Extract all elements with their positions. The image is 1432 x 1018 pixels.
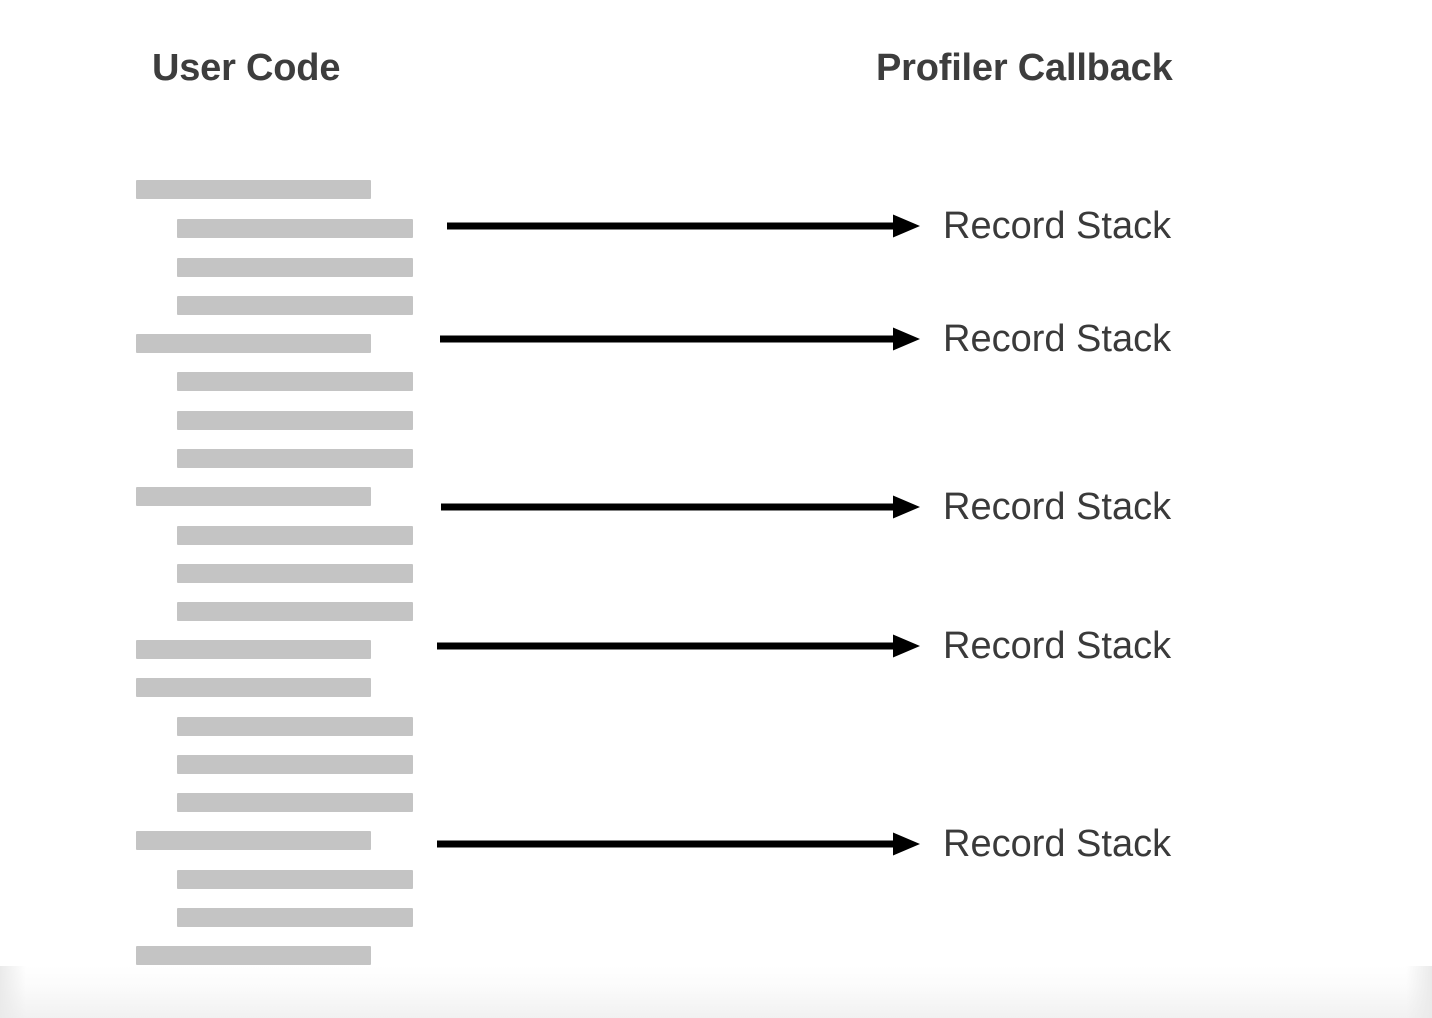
code-line-bar: [136, 831, 371, 850]
code-line-bar: [136, 334, 371, 353]
code-line-bar: [136, 180, 371, 199]
code-line-bar: [177, 908, 413, 927]
code-line-bar: [177, 526, 413, 545]
callback-arrow-icon: [440, 319, 920, 359]
code-line-bar: [177, 258, 413, 277]
code-line-bar: [177, 219, 413, 238]
profiler-callback-row: Record Stack: [0, 626, 1432, 666]
code-line-bar: [177, 564, 413, 583]
slide-bottom-shadow-right: [1406, 966, 1432, 1018]
code-line-bar: [177, 755, 413, 774]
callback-label: Record Stack: [943, 205, 1172, 247]
slide-bottom-shadow: [0, 966, 1432, 1018]
code-line-bar: [177, 296, 413, 315]
column-title-user-code: User Code: [152, 47, 341, 89]
profiler-callback-row: Record Stack: [0, 206, 1432, 246]
code-line-bar: [136, 640, 371, 659]
callback-arrow-icon: [441, 487, 920, 527]
code-line-bar: [136, 487, 371, 506]
callback-arrow-icon: [437, 824, 920, 864]
callback-label: Record Stack: [943, 486, 1172, 528]
callback-arrow-icon: [437, 626, 920, 666]
code-line-bar: [177, 372, 413, 391]
code-line-bar: [177, 411, 413, 430]
code-line-bar: [136, 946, 371, 965]
profiler-callback-row: Record Stack: [0, 824, 1432, 864]
profiler-callback-row: Record Stack: [0, 487, 1432, 527]
callback-arrow-icon: [447, 206, 920, 246]
callback-label: Record Stack: [943, 625, 1172, 667]
code-line-bar: [177, 870, 413, 889]
code-line-bar: [177, 717, 413, 736]
code-line-bar: [177, 449, 413, 468]
column-title-profiler-callback: Profiler Callback: [876, 47, 1173, 89]
slide-bottom-shadow-left: [0, 966, 26, 1018]
callback-label: Record Stack: [943, 823, 1172, 865]
code-line-bar: [136, 678, 371, 697]
code-line-bar: [177, 793, 413, 812]
profiler-callback-row: Record Stack: [0, 319, 1432, 359]
code-line-bar: [177, 602, 413, 621]
callback-label: Record Stack: [943, 318, 1172, 360]
